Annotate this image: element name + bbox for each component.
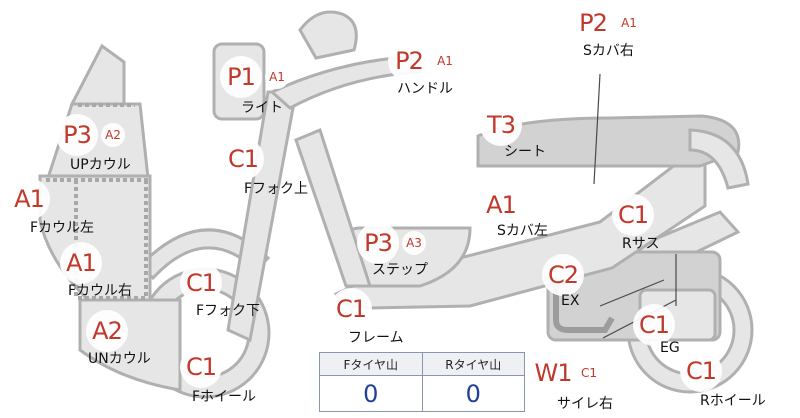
grade-silencer-right: W1 xyxy=(532,352,574,394)
label-rear-wheel: Rホイール xyxy=(700,393,766,409)
grade-front-fork-upper: C1 xyxy=(222,138,264,180)
label-under-cowl: UNカウル xyxy=(88,351,151,367)
label-silencer-right: サイレ右 xyxy=(557,396,613,412)
badge-rear-wheel[interactable]: C1 xyxy=(680,350,722,392)
grade-side-cover-right: P2 xyxy=(572,2,614,44)
label-light: ライト xyxy=(241,100,283,116)
label-step: ステップ xyxy=(372,262,428,278)
badge-side-cover-right[interactable]: P2 A1 xyxy=(572,2,641,44)
rear-tire-value[interactable]: 0 xyxy=(465,379,481,408)
badge-exhaust[interactable]: C2 xyxy=(542,254,584,296)
label-rear-suspension: Rサス xyxy=(622,236,660,252)
badge-light[interactable]: P1 A1 xyxy=(220,56,289,98)
grade-handle: P2 xyxy=(388,40,430,82)
label-engine: EG xyxy=(660,340,680,356)
tire-table-header: Fタイヤ山 Rタイヤ山 xyxy=(320,353,524,376)
grade-under-cowl: A2 xyxy=(86,310,128,352)
grade-engine: C1 xyxy=(633,304,675,346)
label-front-fork-upper: Fフォク上 xyxy=(244,181,309,197)
label-front-cowl-left: Fカウル左 xyxy=(30,220,95,236)
tire-table-values: 0 0 xyxy=(320,376,524,411)
grade-light: P1 xyxy=(220,56,262,98)
front-tire-label: Fタイヤ山 xyxy=(320,353,423,375)
front-tire-value[interactable]: 0 xyxy=(320,376,423,411)
grade-front-wheel: C1 xyxy=(180,346,222,388)
badge-front-cowl-right[interactable]: A1 xyxy=(60,242,102,284)
tire-tread-table: Fタイヤ山 Rタイヤ山 0 0 xyxy=(319,352,525,412)
label-front-wheel: Fホイール xyxy=(192,389,257,405)
sub-grade-light: A1 xyxy=(265,65,289,89)
grade-front-cowl-left: A1 xyxy=(8,178,50,220)
label-front-cowl-right: Fカウル右 xyxy=(68,283,133,299)
rear-tire-label: Rタイヤ山 xyxy=(445,357,502,372)
grade-up-cowl: P3 xyxy=(56,114,98,156)
badge-frame[interactable]: C1 xyxy=(330,288,372,330)
badge-under-cowl[interactable]: A2 xyxy=(86,310,128,352)
badge-silencer-right[interactable]: W1 C1 xyxy=(532,352,601,394)
sub-grade-step: A3 xyxy=(402,231,426,255)
badge-step[interactable]: P3 A3 xyxy=(357,222,426,264)
label-side-cover-left: Sカバ左 xyxy=(497,223,548,239)
sub-grade-up-cowl: A2 xyxy=(101,123,125,147)
label-exhaust: EX xyxy=(561,293,580,309)
grade-rear-wheel: C1 xyxy=(680,350,722,392)
label-seat: シート xyxy=(504,144,546,160)
sub-grade-silencer-right: C1 xyxy=(577,361,601,385)
badge-rear-suspension[interactable]: C1 xyxy=(612,194,654,236)
badge-front-fork-lower[interactable]: C1 xyxy=(180,262,222,304)
grade-seat: T3 xyxy=(480,104,522,146)
sub-grade-side-cover-right: A1 xyxy=(617,11,641,35)
badge-front-wheel[interactable]: C1 xyxy=(180,346,222,388)
badge-up-cowl[interactable]: P3 A2 xyxy=(56,114,125,156)
label-handle: ハンドル xyxy=(397,81,453,97)
badge-handle[interactable]: P2 A1 xyxy=(388,40,457,82)
grade-rear-suspension: C1 xyxy=(612,194,654,236)
label-up-cowl: UPカウル xyxy=(70,157,131,173)
grade-front-fork-lower: C1 xyxy=(180,262,222,304)
grade-exhaust: C2 xyxy=(542,254,584,296)
label-side-cover-right: Sカバ右 xyxy=(583,43,634,59)
sub-grade-handle: A1 xyxy=(433,49,457,73)
badge-front-cowl-left[interactable]: A1 xyxy=(8,178,50,220)
fork-leg-shape xyxy=(294,127,373,288)
grade-front-cowl-right: A1 xyxy=(60,242,102,284)
badge-front-fork-upper[interactable]: C1 xyxy=(222,138,264,180)
badge-engine[interactable]: C1 xyxy=(633,304,675,346)
exhaust-shape xyxy=(553,265,615,333)
grade-side-cover-left: A1 xyxy=(480,184,522,226)
grade-frame: C1 xyxy=(330,288,372,330)
label-front-fork-lower: Fフォク下 xyxy=(196,303,261,319)
grade-step: P3 xyxy=(357,222,399,264)
badge-side-cover-left[interactable]: A1 xyxy=(480,184,522,226)
label-frame: フレーム xyxy=(348,330,404,346)
badge-seat[interactable]: T3 xyxy=(480,104,522,146)
